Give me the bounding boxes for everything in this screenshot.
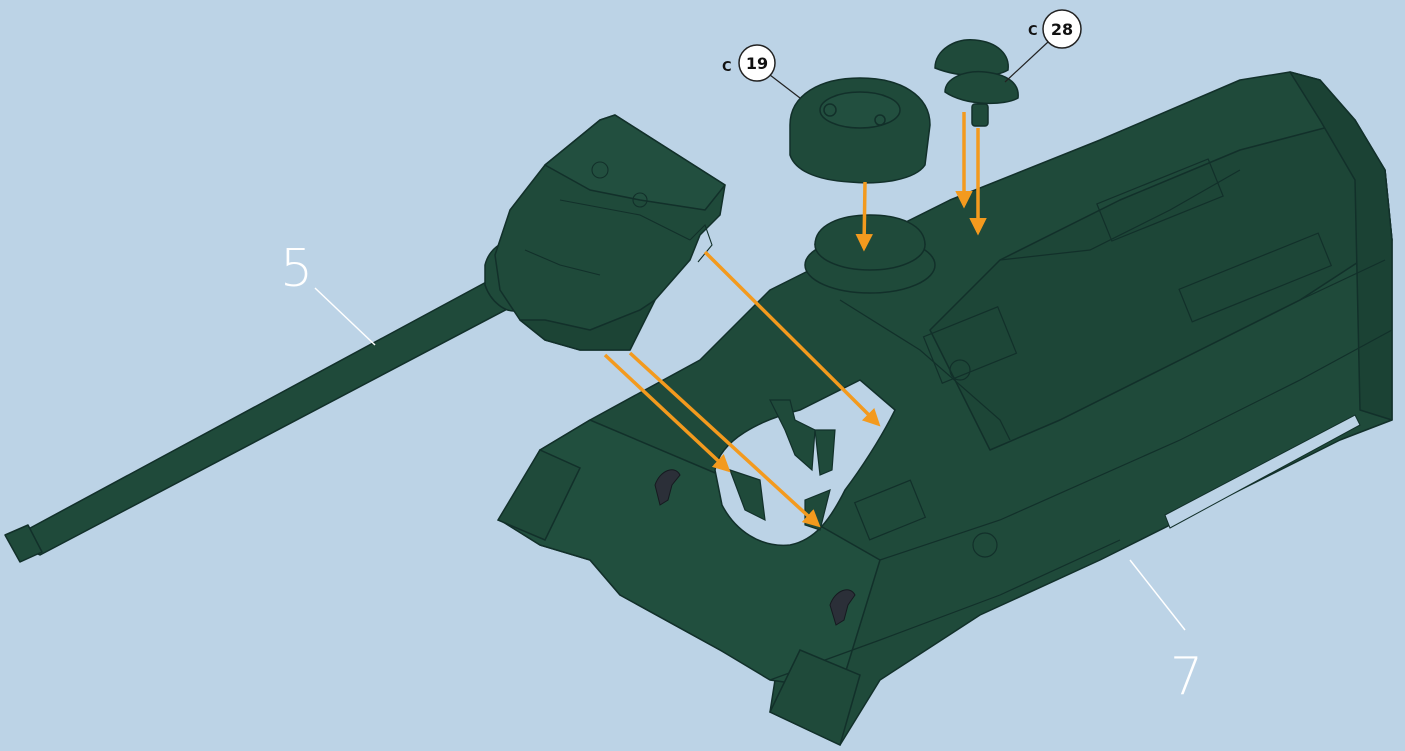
callout-c19-prefix: C [722,60,732,75]
part-label-5: 5 [280,239,313,299]
callout-c28-prefix: C [1028,24,1038,39]
callout-c19-number: 19 [746,54,768,73]
part-label-7: 7 [1170,647,1203,707]
part-c19-dome [790,78,930,183]
hatch-ring [805,215,935,293]
callout-c28-number: 28 [1051,20,1073,39]
arrow-hatch-dome [864,182,865,248]
